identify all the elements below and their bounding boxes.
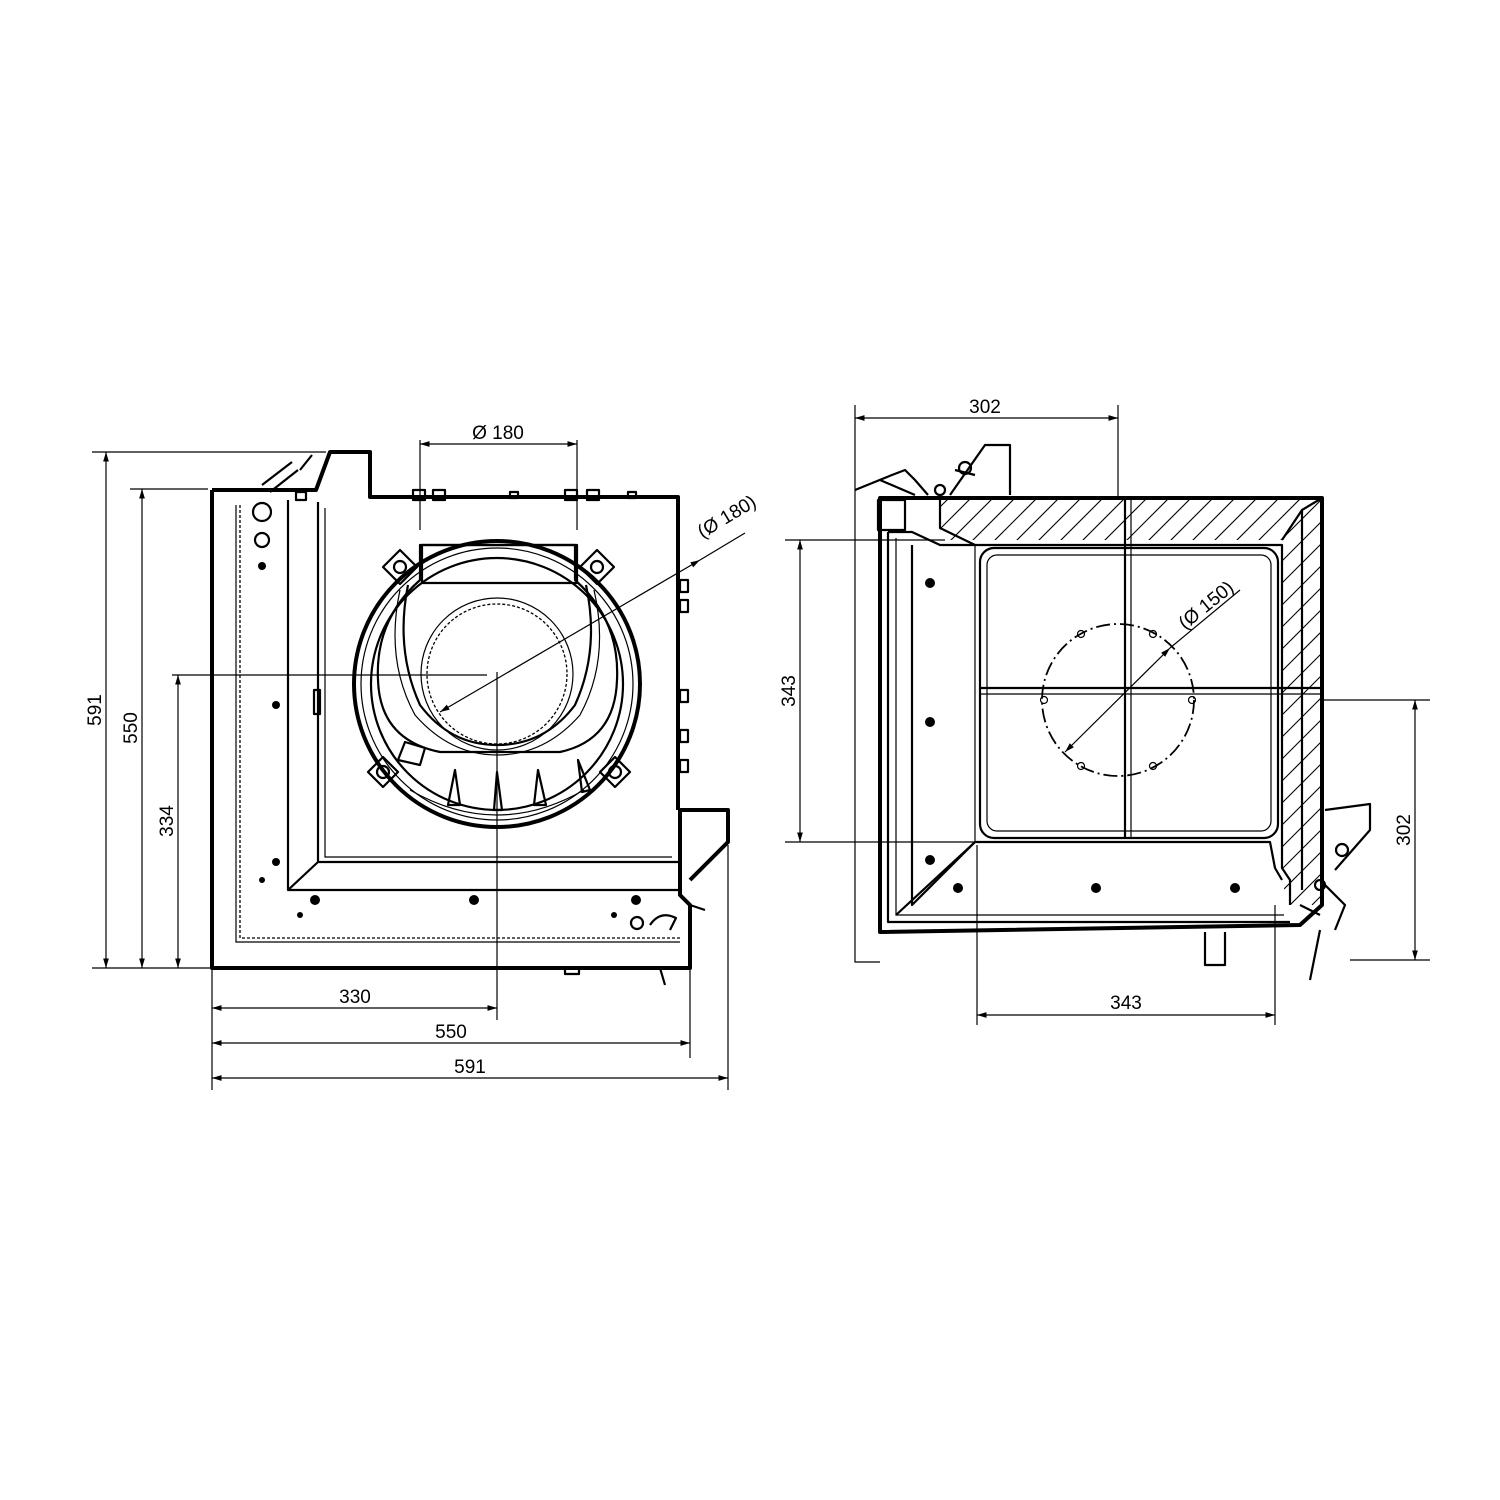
front-mounting-dots	[258, 562, 641, 918]
hatch-line	[1282, 498, 1322, 905]
hatch-line	[1187, 498, 1236, 540]
hatch-line	[1033, 498, 1082, 540]
hatch-line	[1099, 498, 1148, 540]
dim-591-height-label: 591	[85, 694, 106, 726]
front-housing-outline	[210, 450, 730, 970]
dim-phi150-label: (Ø 150)	[1175, 577, 1238, 634]
hatch-line	[1282, 498, 1322, 905]
plan-top-flap	[854, 443, 1012, 497]
front-lever	[261, 454, 313, 493]
plan-view: 302 (Ø 150) 343 302 343	[779, 397, 1430, 1025]
front-inner-frame	[286, 500, 678, 892]
hatch-line	[1143, 498, 1192, 540]
plan-body-outline	[878, 496, 1324, 934]
hatch-line	[940, 498, 972, 540]
hatch-line	[945, 498, 994, 540]
dim-334-height-label: 334	[157, 805, 178, 837]
dim-550-width-label: 550	[435, 1022, 467, 1043]
front-ash-lever	[649, 903, 706, 986]
hatch-line	[1282, 498, 1302, 905]
hatch-line	[989, 498, 1038, 540]
hatch-line	[1077, 498, 1126, 540]
hatch-line	[1011, 498, 1060, 540]
plan-air-inlet-holes	[1039, 629, 1197, 771]
hatch-line	[1282, 498, 1322, 905]
plan-air-inlet-circle	[1041, 623, 1195, 777]
hatch-line	[967, 498, 1016, 540]
dim-330-width-label: 330	[339, 987, 371, 1008]
dim-phi180-rear-label: (Ø 180)	[694, 492, 760, 543]
hatch-line	[1282, 498, 1322, 905]
plan-side-flap	[1299, 802, 1372, 981]
plan-hearth-plate	[978, 546, 1280, 840]
hatch-line	[1121, 498, 1170, 540]
hatch-line	[1231, 498, 1280, 540]
dim-591-width-label: 591	[454, 1057, 486, 1078]
hatch-line	[940, 498, 950, 540]
hatch-line	[1165, 498, 1214, 540]
hatch-line	[1282, 498, 1322, 905]
hatch-line	[872, 498, 1279, 905]
hatch-line	[1282, 498, 1322, 905]
hatch-line	[1282, 498, 1322, 905]
dim-line-phi180-rear	[439, 559, 701, 713]
hatch-line	[1282, 498, 1322, 905]
hatch-line	[1055, 498, 1104, 540]
dim-302-right-label: 302	[1394, 814, 1415, 846]
dim-line-phi150	[1064, 647, 1171, 753]
hatch-line	[1282, 498, 1322, 905]
hatch-line	[1319, 498, 1322, 540]
dim-550-height-label: 550	[121, 712, 142, 744]
hatch-line	[1282, 498, 1322, 905]
hatch-line	[1253, 498, 1302, 540]
front-lining-dashed	[239, 505, 680, 939]
front-view: Ø 180 (Ø 180) 591 550 334 330 550 591	[85, 423, 760, 1090]
dim-302-top-label: 302	[969, 397, 1001, 418]
hatch-line	[1282, 498, 1322, 905]
hatch-line	[1209, 498, 1258, 540]
dim-343-bottom-label: 343	[1110, 993, 1142, 1014]
dim-phi180-top-label: Ø 180	[472, 423, 524, 444]
hatch-line	[1282, 498, 1322, 905]
dim-343-left-label: 343	[779, 675, 800, 707]
plan-mounting-dots	[925, 578, 1240, 893]
plan-bottom-spigot	[1203, 932, 1227, 967]
